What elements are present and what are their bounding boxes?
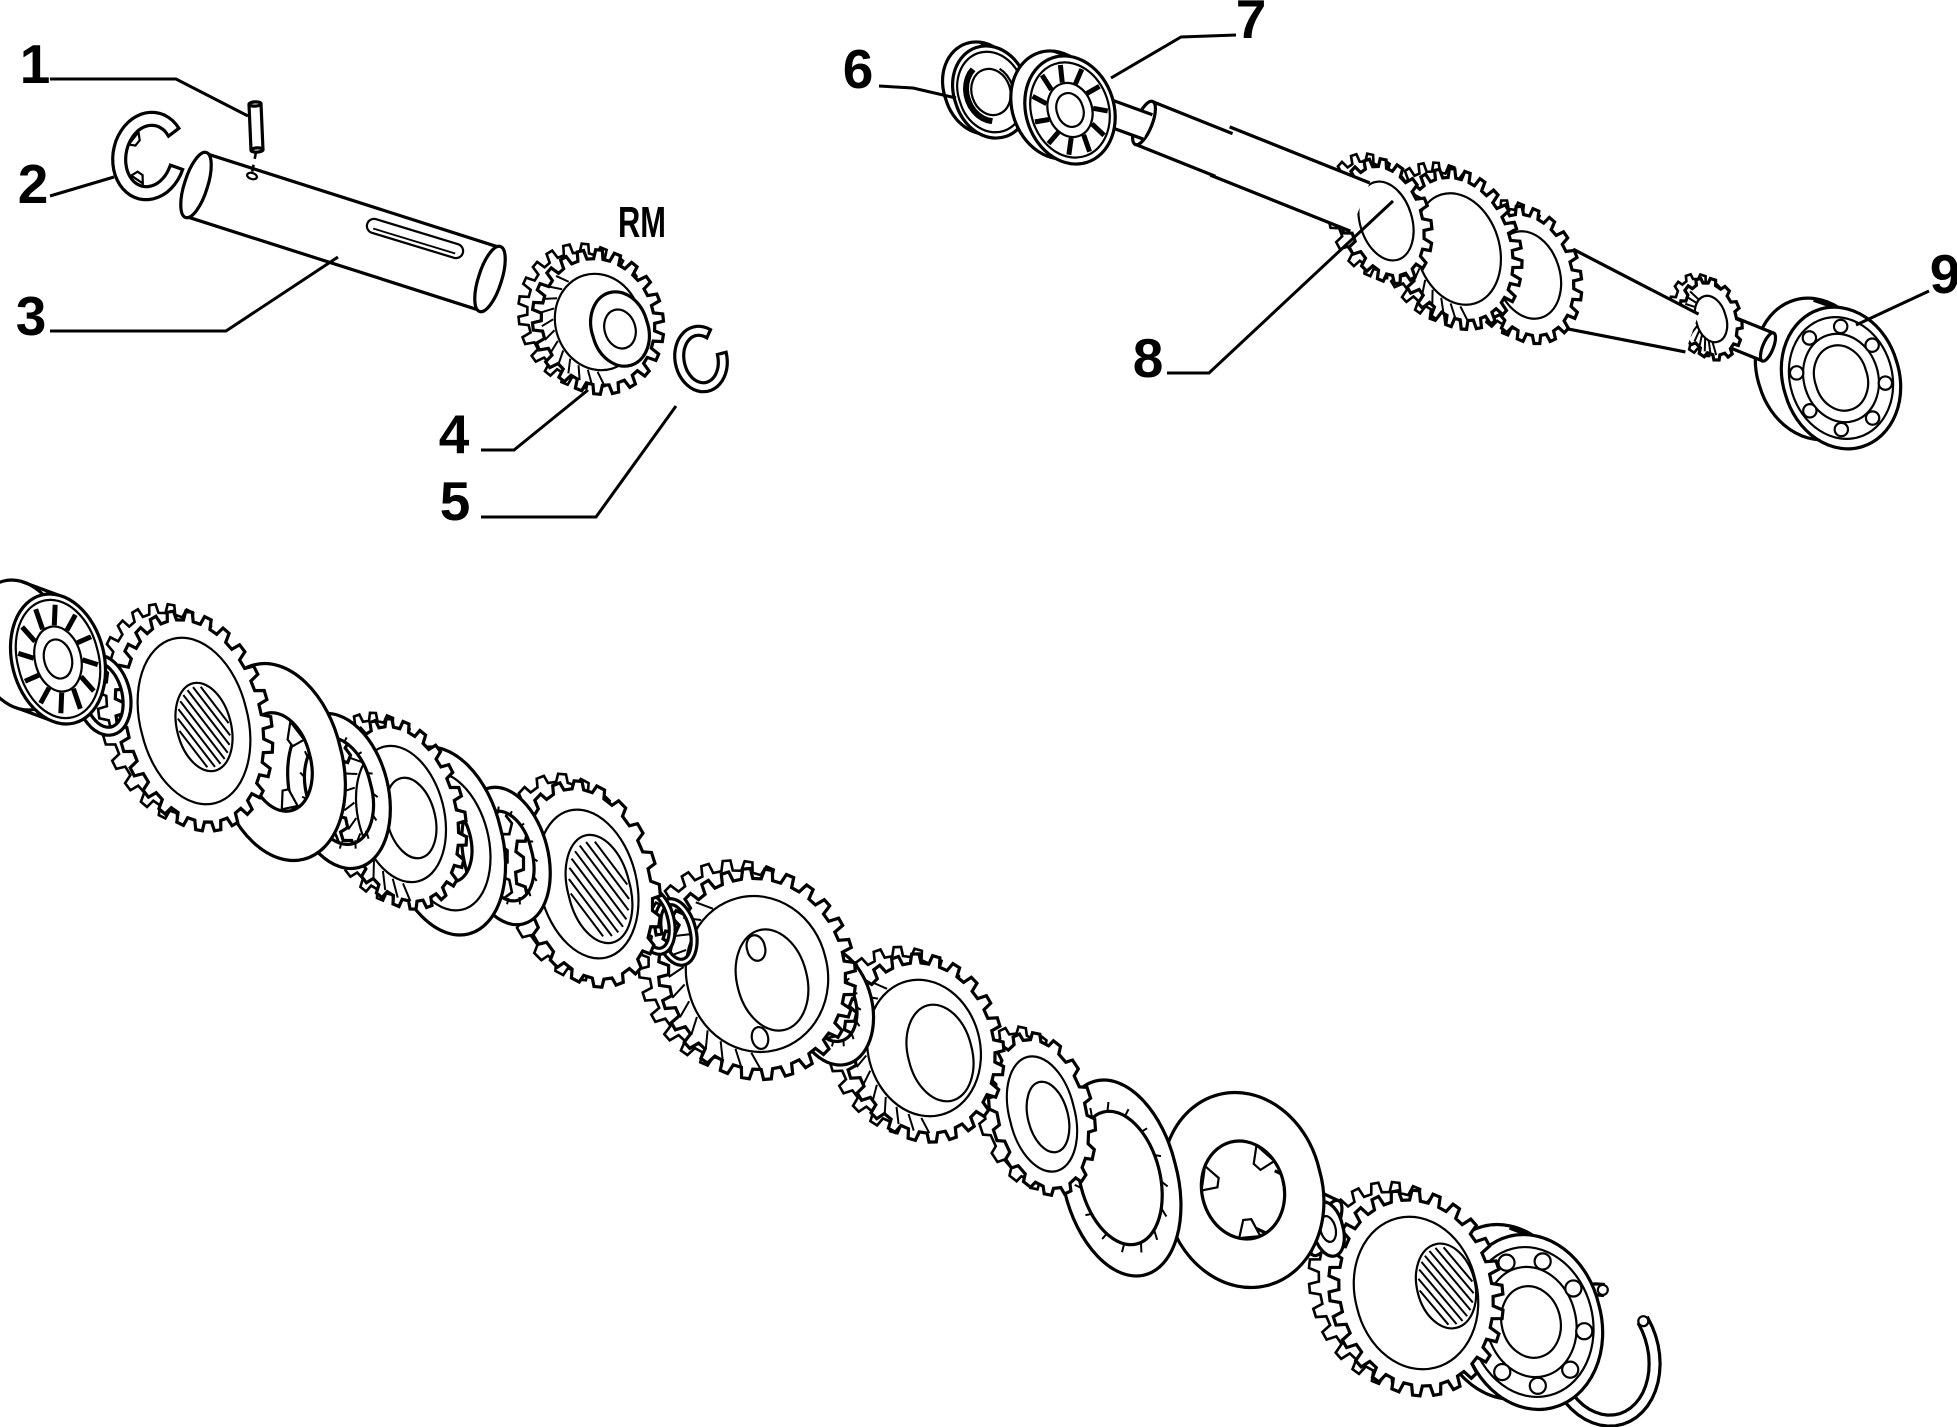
snap-ring-output-end <box>1544 1282 1662 1427</box>
callout-5-number: 5 <box>440 470 471 532</box>
roller-bearing-input <box>0 578 108 726</box>
countershaft-cone <box>1546 247 1700 354</box>
callout-9-number: 9 <box>1930 243 1957 305</box>
callout-7: 7 <box>1110 0 1267 80</box>
callout-8: 8 <box>1133 199 1395 389</box>
countershaft-body <box>1209 125 1371 233</box>
callout-3-number: 3 <box>16 285 47 347</box>
pin-guide-line <box>250 151 258 174</box>
callout-8-number: 8 <box>1133 327 1164 389</box>
callout-layer: 1 2 3 45 6 7 8 9 <box>16 0 1957 532</box>
callout-4: 4 <box>439 388 589 465</box>
roll-pin <box>247 100 265 154</box>
gear-first-speed <box>1307 1180 1505 1398</box>
reverse-idler-shaft <box>179 150 507 314</box>
callout-5: 5 <box>440 405 678 532</box>
callout-6: 6 <box>843 38 957 100</box>
parts-layer <box>0 40 1903 1427</box>
callout-7-number: 7 <box>1236 0 1267 50</box>
callout-6-number: 6 <box>843 38 874 100</box>
roller-bearing-7 <box>1009 49 1117 166</box>
sleeve-gear-c <box>973 1025 1098 1198</box>
snap-ring-reverse <box>673 324 729 394</box>
e-clip <box>111 110 185 202</box>
callout-9: 9 <box>1855 243 1957 327</box>
reverse-gear-rm-label: RM <box>618 198 666 247</box>
bearing-race <box>940 40 1032 140</box>
synchro-hub-12 <box>1160 1090 1326 1290</box>
callout-1-number: 1 <box>20 33 51 95</box>
callout-1: 1 <box>20 33 249 118</box>
callout-2-number: 2 <box>18 153 49 215</box>
callout-2: 2 <box>18 153 115 215</box>
callout-3: 3 <box>16 255 339 347</box>
ball-bearing-countershaft <box>1753 296 1903 451</box>
callout-4-number: 4 <box>439 403 470 465</box>
gear-second-speed <box>637 859 858 1082</box>
shaft-pin-hole <box>246 171 258 181</box>
shaft-slot <box>365 217 465 260</box>
reverse-gear-hub <box>589 290 651 368</box>
